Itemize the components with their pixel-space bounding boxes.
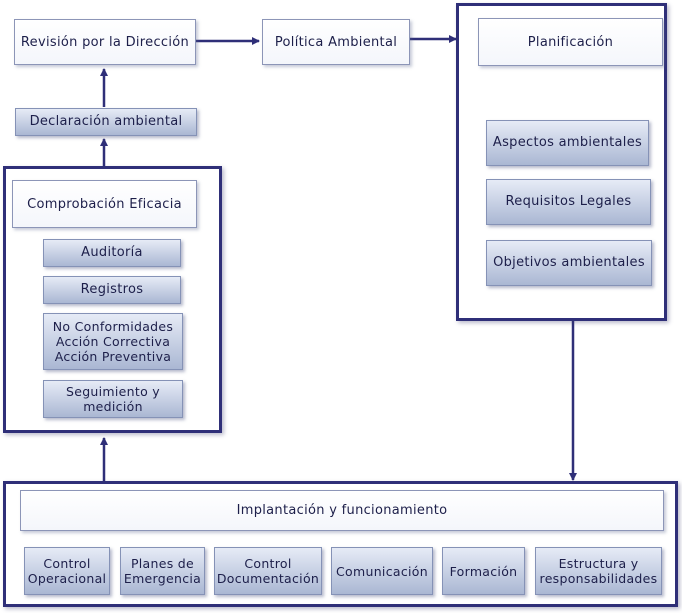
- implantacion-label: Implantación y funcionamiento: [236, 503, 448, 518]
- revision-label: Revisión por la Dirección: [20, 34, 190, 50]
- estructura-line-1: Estructura y: [558, 556, 639, 571]
- auditoria-label: Auditoría: [81, 245, 143, 260]
- declaracion-box: Declaración ambiental: [15, 108, 197, 136]
- control-operacional-line-2: Operacional: [27, 571, 107, 586]
- objetivos-label: Objetivos ambientales: [493, 255, 645, 270]
- planes-emergencia-box: Planes de Emergencia: [120, 547, 205, 595]
- registros-box: Registros: [43, 276, 181, 304]
- revision-box: Revisión por la Dirección: [14, 19, 196, 65]
- comprobacion-box: Comprobación Eficacia: [12, 180, 197, 228]
- requisitos-label: Requisitos Legales: [505, 194, 632, 209]
- auditoria-box: Auditoría: [43, 239, 181, 267]
- planificacion-box: Planificación: [478, 18, 663, 66]
- registros-label: Registros: [80, 282, 144, 297]
- no-conformidades-box: No Conformidades Acción Correctiva Acció…: [43, 313, 183, 370]
- accion-preventiva-line: Acción Preventiva: [54, 349, 172, 364]
- estructura-box: Estructura y responsabilidades: [535, 547, 662, 595]
- seguimiento-line-2: medición: [83, 399, 143, 414]
- objetivos-box: Objetivos ambientales: [486, 240, 652, 286]
- estructura-line-2: responsabilidades: [539, 571, 658, 586]
- politica-box: Política Ambiental: [262, 19, 410, 65]
- control-operacional-line-1: Control: [43, 556, 91, 571]
- control-documentacion-line-1: Control: [244, 556, 292, 571]
- politica-label: Política Ambiental: [274, 34, 398, 50]
- implantacion-box: Implantación y funcionamiento: [20, 490, 664, 531]
- control-documentacion-line-2: Documentación: [216, 571, 320, 586]
- planes-emergencia-line-1: Planes de: [130, 556, 195, 571]
- comunicacion-box: Comunicación: [331, 547, 433, 595]
- declaracion-label: Declaración ambiental: [29, 114, 183, 129]
- control-documentacion-box: Control Documentación: [214, 547, 322, 595]
- no-conformidades-line: No Conformidades: [52, 319, 174, 334]
- aspectos-box: Aspectos ambientales: [486, 120, 649, 166]
- planes-emergencia-line-2: Emergencia: [123, 571, 202, 586]
- seguimiento-line-1: Seguimiento y: [65, 384, 161, 399]
- comprobacion-label: Comprobación Eficacia: [27, 196, 182, 212]
- requisitos-box: Requisitos Legales: [486, 179, 651, 225]
- accion-correctiva-line: Acción Correctiva: [55, 334, 171, 349]
- comunicacion-label: Comunicación: [336, 563, 428, 579]
- formacion-box: Formación: [442, 547, 525, 595]
- aspectos-label: Aspectos ambientales: [492, 135, 643, 150]
- seguimiento-box: Seguimiento y medición: [43, 380, 183, 418]
- formacion-label: Formación: [449, 563, 518, 579]
- control-operacional-box: Control Operacional: [24, 547, 110, 595]
- planificacion-label: Planificación: [527, 34, 614, 50]
